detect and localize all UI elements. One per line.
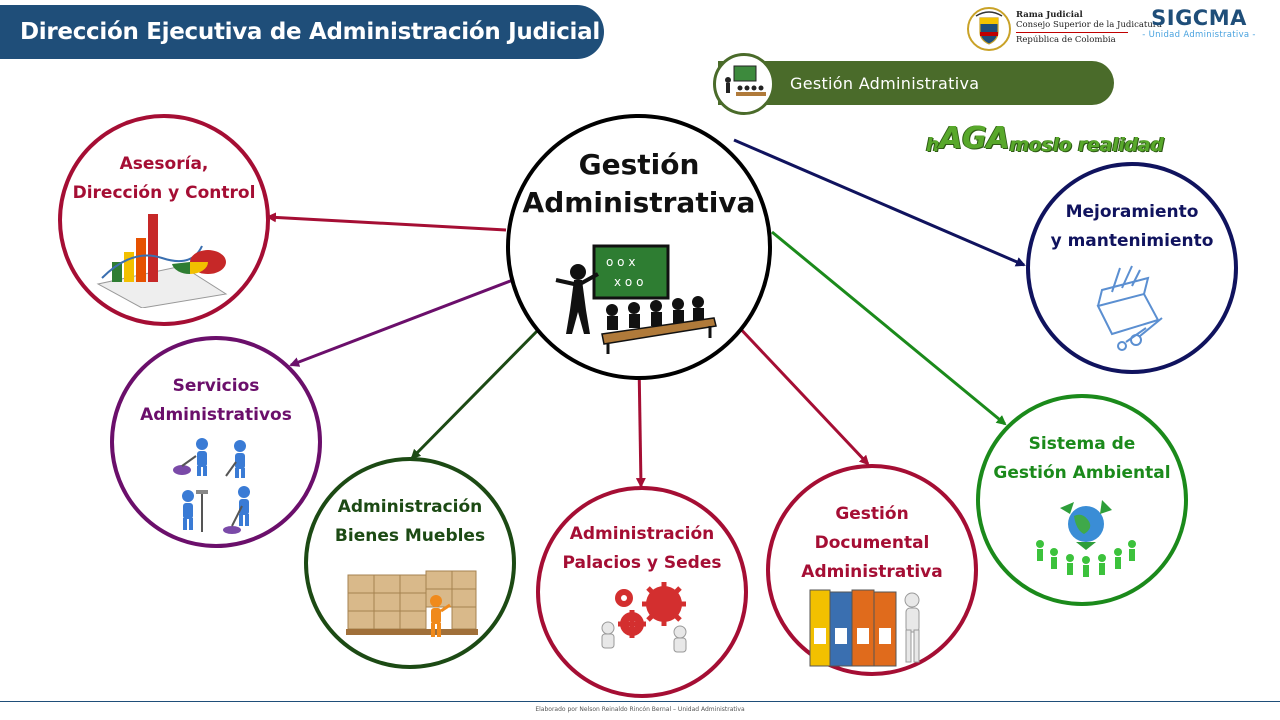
node-bienes-label: Administración Bienes Muebles	[308, 493, 512, 551]
node-servicios-line1: Servicios	[172, 376, 260, 396]
node-ambiental-line2: Gestión Ambiental	[993, 463, 1171, 483]
arrow-to-bienes	[410, 322, 546, 460]
node-palacios-label: Administración Palacios y Sedes	[540, 520, 744, 578]
arrow-to-mejoramiento	[733, 138, 1026, 267]
node-bienes-line1: Administración	[337, 497, 483, 517]
slogan-part3: moslo realidad	[1009, 134, 1164, 156]
node-mejoramiento-label: Mejoramiento y mantenimiento	[1030, 198, 1234, 256]
node-asesoria-line1: Asesoría,	[119, 154, 209, 174]
classroom-icon	[713, 53, 775, 115]
node-servicios-line2: Administrativos	[140, 405, 292, 425]
center-line1: Gestión	[578, 148, 700, 181]
svg-text:o o x: o o x	[606, 255, 635, 269]
node-asesoria: Asesoría, Dirección y Control	[58, 114, 270, 326]
node-servicios: Servicios Administrativos	[110, 336, 322, 548]
arrow-to-palacios	[635, 361, 646, 488]
node-documental: Gestión Documental Administrativa	[766, 464, 978, 676]
node-ambiental: Sistema de Gestión Ambiental	[976, 394, 1188, 606]
node-palacios-line1: Administración	[569, 524, 715, 544]
node-asesoria-label: Asesoría, Dirección y Control	[62, 150, 266, 208]
bar-chart-icon	[96, 214, 228, 308]
svg-text:x o o: x o o	[614, 275, 643, 289]
arrow-to-servicios	[289, 278, 514, 367]
node-palacios-line2: Palacios y Sedes	[562, 553, 722, 573]
header-logos: Rama Judicial Consejo Superior de la Jud…	[960, 4, 1280, 54]
toolbox-icon	[1096, 265, 1163, 351]
gears-icon	[601, 582, 687, 653]
node-servicios-label: Servicios Administrativos	[114, 372, 318, 430]
node-bienes-line2: Bienes Muebles	[334, 526, 486, 546]
node-documental-line2: Documental	[814, 533, 930, 553]
cleaning-staff-icon	[173, 438, 250, 534]
arrow-to-asesoria	[266, 212, 507, 232]
node-ambiental-line1: Sistema de	[1028, 434, 1136, 454]
section-pill-label: Gestión Administrativa	[790, 73, 980, 93]
rama-judicial-text: Rama Judicial Consejo Superior de la Jud…	[1016, 10, 1162, 45]
binders-icon	[809, 589, 920, 667]
center-node: Gestión Administrativa o o x x o o	[506, 114, 772, 380]
rama-line2: Consejo Superior de la Judicatura	[1016, 20, 1162, 30]
node-documental-label: Gestión Documental Administrativa	[770, 500, 974, 587]
sigcma-title: SIGCMA	[1151, 6, 1247, 30]
node-asesoria-line2: Dirección y Control	[72, 183, 256, 203]
page-title: Dirección Ejecutiva de Administración Ju…	[20, 19, 600, 45]
slogan-part2: AGA	[939, 121, 1010, 156]
rama-divider	[1016, 32, 1128, 33]
sigcma-logo: SIGCMA - Unidad Administrativa -	[1136, 6, 1262, 40]
rama-line3: República de Colombia	[1016, 35, 1116, 45]
center-line2: Administrativa	[522, 186, 756, 219]
footer-divider	[0, 701, 1280, 702]
node-bienes: Administración Bienes Muebles	[304, 457, 516, 669]
sigcma-subtitle: - Unidad Administrativa -	[1142, 30, 1256, 40]
footer-credit: Elaborado por Nelson Reinaldo Rincón Ber…	[535, 706, 745, 713]
node-ambiental-label: Sistema de Gestión Ambiental	[980, 430, 1184, 488]
recycle-globe-icon	[1036, 500, 1136, 577]
node-mejoramiento-line2: y mantenimiento	[1050, 231, 1214, 251]
rama-line1: Rama Judicial	[1016, 10, 1083, 20]
node-documental-line1: Gestión	[835, 504, 909, 524]
center-label: Gestión Administrativa	[510, 146, 768, 222]
pallet-boxes-icon	[346, 570, 478, 637]
node-mejoramiento-line1: Mejoramiento	[1065, 202, 1199, 222]
arrow-to-ambiental	[771, 230, 1007, 426]
node-documental-line3: Administrativa	[801, 562, 943, 582]
coach-classroom-icon: o o x x o o	[555, 244, 717, 354]
arrow-to-documental	[733, 321, 870, 466]
coat-of-arms-icon	[967, 7, 1011, 51]
title-banner: Dirección Ejecutiva de Administración Ju…	[0, 5, 604, 59]
node-mejoramiento: Mejoramiento y mantenimiento	[1026, 162, 1238, 374]
slogan-part1: h	[926, 134, 940, 156]
section-pill: Gestión Administrativa	[718, 61, 1114, 105]
node-palacios: Administración Palacios y Sedes	[536, 486, 748, 698]
